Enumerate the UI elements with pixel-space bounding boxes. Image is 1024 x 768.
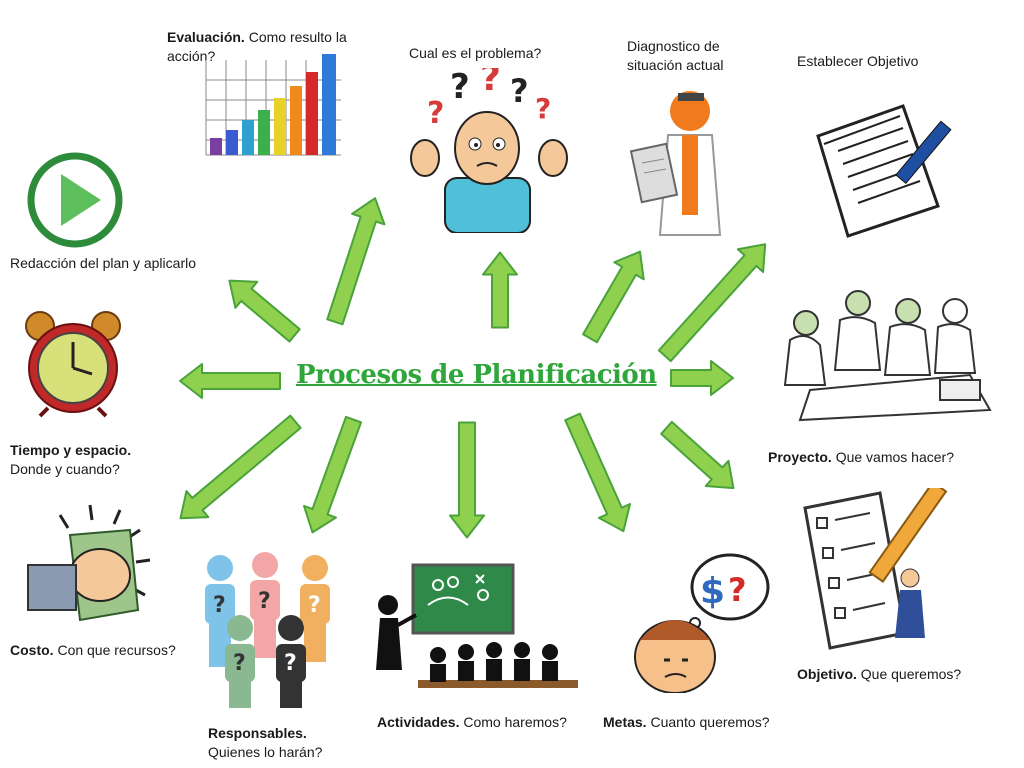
arrow-diagnostico — [582, 250, 645, 344]
label-bold: Proyecto. — [768, 449, 832, 465]
svg-text:$: $ — [700, 571, 725, 612]
label-objetivo: Objetivo. Que queremos? — [797, 665, 961, 684]
label-diagnostico: Diagnostico de situación actual — [627, 37, 747, 75]
arrow-proyecto — [670, 360, 734, 396]
svg-text:?: ? — [480, 68, 501, 99]
label-text: Cuanto queremos? — [650, 714, 770, 730]
label-bold: Evaluación. — [167, 29, 245, 45]
bar-chart-icon — [205, 54, 341, 156]
play-button-icon — [27, 152, 123, 248]
arrow-responsables — [303, 415, 363, 534]
label-text: Con que recursos? — [57, 642, 176, 658]
label-metas: Metas. Cuanto queremos? — [603, 713, 770, 732]
arrow-establecer — [657, 243, 767, 363]
arrow-actividades — [449, 421, 485, 539]
svg-text:?: ? — [308, 593, 321, 618]
label-actividades: Actividades. Como haremos? — [377, 713, 567, 732]
label-bold: Costo. — [10, 642, 54, 658]
arrow-objetivo — [660, 420, 735, 490]
label-text: Redacción del plan y aplicarlo — [10, 255, 196, 271]
label-proyecto: Proyecto. Que vamos hacer? — [768, 448, 954, 467]
svg-text:?: ? — [233, 651, 246, 676]
alarm-clock-icon — [25, 311, 121, 418]
money-hand-icon — [27, 504, 151, 622]
people-question-icon: ?? ?? ? — [205, 552, 330, 708]
label-bold: Tiempo y espacio. — [10, 442, 132, 458]
svg-text:?: ? — [535, 92, 551, 125]
label-text: Como haremos? — [463, 714, 567, 730]
confused-person-icon: ? ? ? ? ? — [410, 68, 568, 233]
label-bold: Metas. — [603, 714, 647, 730]
label-responsables: Responsables. Quienes lo harán? — [208, 724, 358, 762]
label-tiempo: Tiempo y espacio. Donde y cuando? — [10, 441, 160, 479]
label-bold: Actividades. — [377, 714, 460, 730]
central-title: Procesos de Planificación — [296, 360, 657, 390]
svg-text:?: ? — [284, 651, 297, 676]
svg-text:?: ? — [728, 571, 747, 609]
label-redaccion: Redacción del plan y aplicarlo — [10, 254, 196, 273]
document-pen-icon — [816, 104, 952, 238]
arrow-tiempo — [179, 363, 281, 399]
doctor-icon — [629, 91, 722, 236]
arrow-costo — [179, 414, 302, 520]
label-evaluacion: Evaluación. Como resulto la acción? — [167, 28, 367, 66]
svg-text:?: ? — [510, 72, 529, 110]
arrow-redaccion — [228, 279, 301, 343]
label-text: Diagnostico de situación actual — [627, 38, 724, 73]
arrow-problema — [482, 251, 518, 329]
label-text: Que queremos? — [860, 666, 962, 682]
svg-text:?: ? — [427, 96, 444, 131]
thinking-money-icon: $ ? — [634, 553, 770, 693]
arrow-metas — [564, 412, 632, 533]
label-problema: Cual es el problema? — [409, 44, 541, 63]
label-costo: Costo. Con que recursos? — [10, 641, 176, 660]
label-bold: Objetivo. — [797, 666, 857, 682]
label-text: Que vamos hacer? — [835, 449, 954, 465]
svg-text:?: ? — [450, 68, 470, 107]
team-meeting-icon — [783, 290, 992, 422]
label-text: Donde y cuando? — [10, 461, 120, 477]
label-text: Como resulto la acción? — [167, 29, 347, 64]
label-text: Quienes lo harán? — [208, 744, 323, 760]
arrow-evaluacion — [326, 197, 386, 326]
label-bold: Responsables. — [208, 725, 307, 741]
label-text: Establecer Objetivo — [797, 53, 919, 69]
label-text: Cual es el problema? — [409, 45, 542, 61]
svg-text:?: ? — [213, 593, 226, 618]
svg-text:?: ? — [258, 589, 271, 614]
teacher-board-icon — [376, 563, 578, 688]
checklist-pencil-icon — [803, 488, 948, 650]
label-establecer: Establecer Objetivo — [797, 52, 918, 71]
